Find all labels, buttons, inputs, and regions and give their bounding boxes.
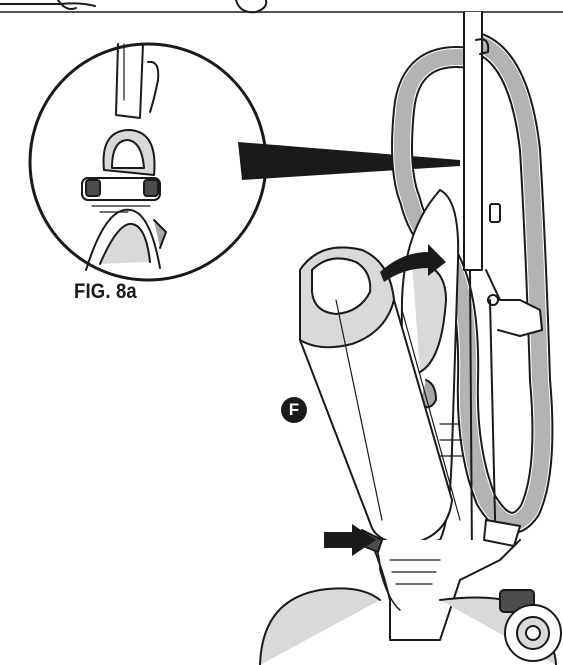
lift-arrow xyxy=(380,244,446,282)
hose xyxy=(391,33,554,534)
push-arrow xyxy=(324,524,376,556)
detail-circle xyxy=(28,42,268,282)
callout-wedge xyxy=(238,142,460,180)
vacuum-handle xyxy=(463,11,543,561)
callout-badge: F xyxy=(281,397,307,423)
figure-label: FIG. 8a xyxy=(74,280,137,303)
vacuum-base xyxy=(259,519,562,665)
dust-canister xyxy=(299,246,461,545)
previous-figure-strip xyxy=(0,0,563,14)
